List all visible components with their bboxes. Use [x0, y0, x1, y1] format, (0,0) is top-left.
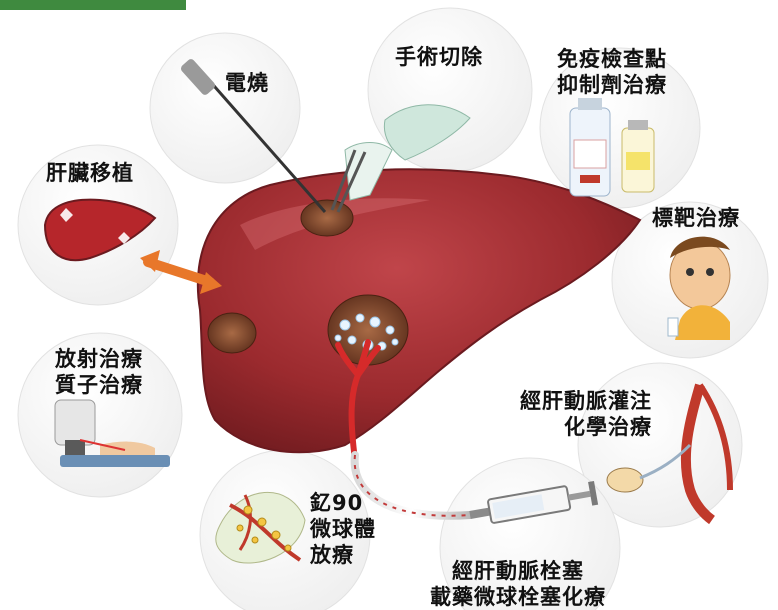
label-immunotherapy: 免疫檢查點 抑制劑治療 — [557, 46, 667, 98]
label-y90-line2: 微球體 — [310, 516, 376, 542]
tumor-left — [208, 313, 256, 353]
label-rfa-text: 電燒 — [225, 70, 269, 96]
label-y90: 釔90 微球體 放療 — [310, 490, 376, 568]
label-immunotherapy-line1: 免疫檢查點 — [557, 46, 667, 72]
label-y90-line3: 放療 — [310, 542, 376, 568]
header-accent-bar — [0, 0, 186, 10]
label-tace: 經肝動脈栓塞 載藥微球栓塞化療 — [430, 558, 606, 610]
label-immunotherapy-line2: 抑制劑治療 — [557, 72, 667, 98]
label-radiation-line1: 放射治療 — [55, 346, 143, 372]
label-haic-line1: 經肝動脈灌注 — [520, 388, 652, 414]
label-targeted: 標靶治療 — [652, 205, 740, 231]
label-haic-line2: 化學治療 — [520, 414, 652, 440]
label-targeted-text: 標靶治療 — [652, 205, 740, 231]
label-haic: 經肝動脈灌注 化學治療 — [520, 388, 652, 440]
label-tace-line2: 載藥微球栓塞化療 — [430, 584, 606, 610]
label-tace-line1: 經肝動脈栓塞 — [430, 558, 606, 584]
label-surgery: 手術切除 — [395, 44, 483, 70]
circle-rfa — [150, 33, 300, 183]
label-y90-line1: 釔90 — [310, 490, 376, 516]
patient-pill-icon — [668, 237, 730, 340]
label-transplant: 肝臟移植 — [46, 160, 134, 186]
label-transplant-text: 肝臟移植 — [46, 160, 134, 186]
label-rfa: 電燒 — [225, 70, 269, 96]
label-radiation-line2: 質子治療 — [55, 372, 143, 398]
tumor-top — [301, 200, 353, 236]
label-radiation: 放射治療 質子治療 — [55, 346, 143, 398]
label-surgery-text: 手術切除 — [395, 44, 483, 70]
